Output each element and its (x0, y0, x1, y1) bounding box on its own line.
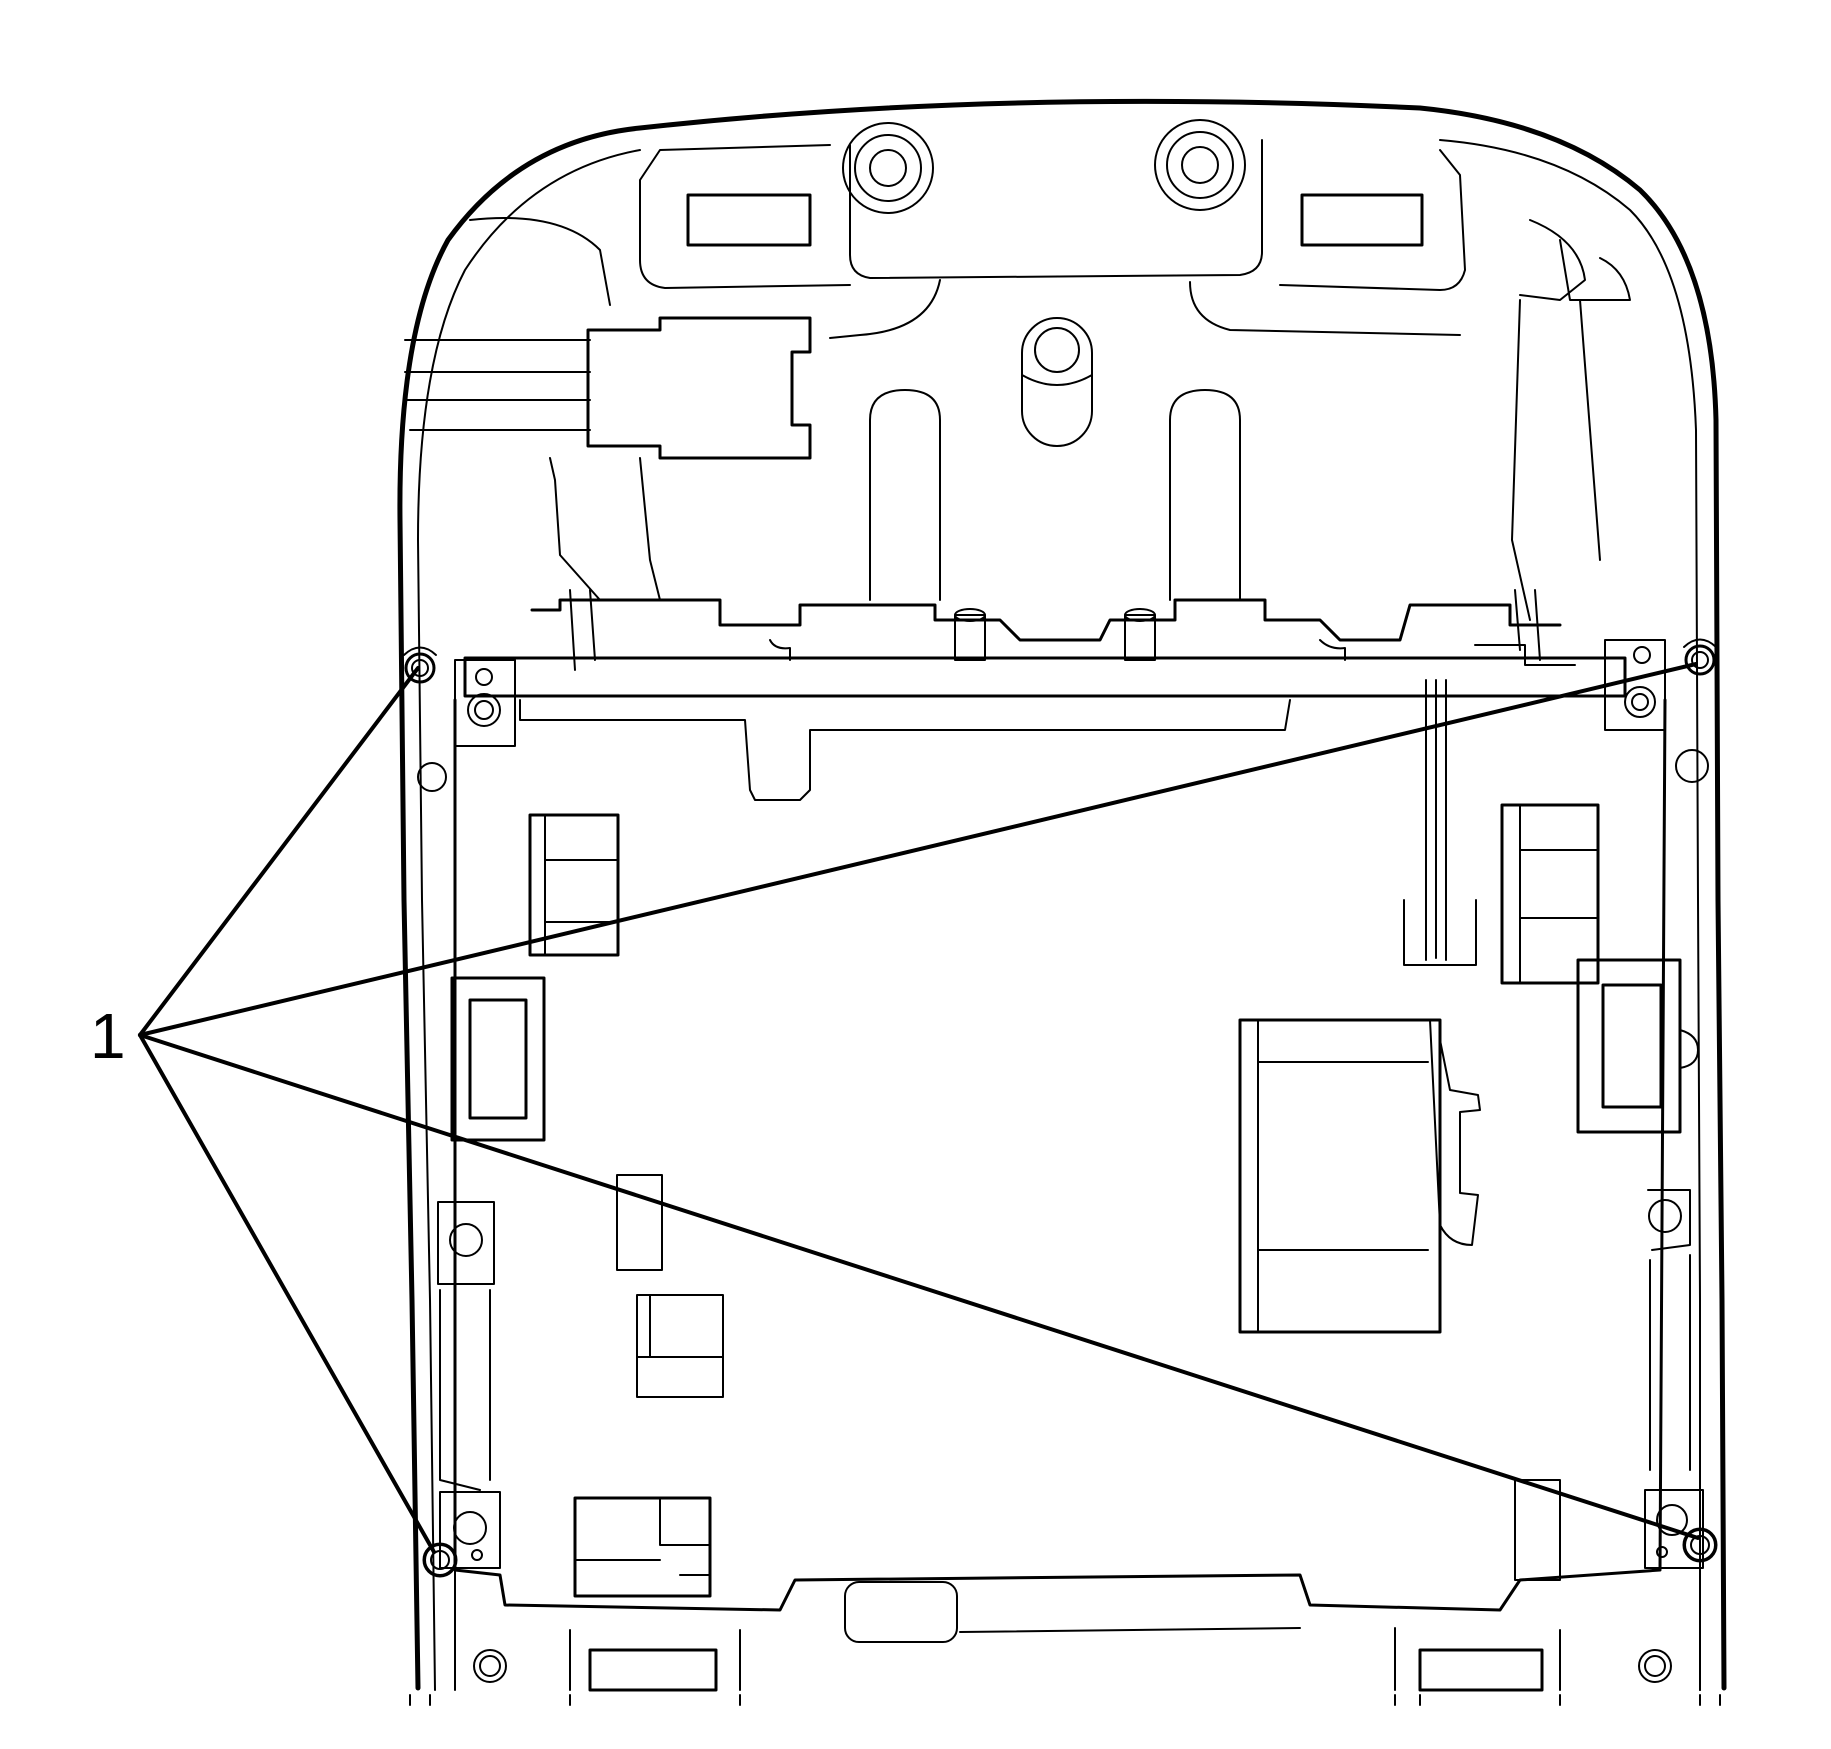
right-frame-components (1238, 639, 1716, 1683)
fasteners (403, 638, 1718, 1578)
leader-line-upper-right (138, 662, 1698, 1037)
callout-label-1: 1 (90, 1000, 126, 1072)
leader-line-lower-left (138, 1033, 436, 1554)
upper-headrest-area (469, 119, 1631, 621)
fastener-upper-left (403, 646, 437, 684)
fastener-lower-right (1682, 1527, 1718, 1563)
callout-1: 1 (90, 662, 1700, 1554)
seat-back-outline (397, 98, 1727, 1691)
fastener-upper-right (1683, 638, 1717, 676)
leader-line-upper-left (138, 666, 420, 1037)
shell-inner-right (1439, 139, 1701, 1691)
left-clip-bracket (404, 316, 812, 601)
shell-inner-left (417, 149, 641, 1691)
bottom-frame-section (409, 1569, 1721, 1706)
seat-back-frame (453, 589, 1667, 1612)
left-frame-components (417, 659, 724, 1683)
leader-line-lower-right (138, 1033, 1700, 1540)
fastener-lower-left (422, 1542, 458, 1578)
